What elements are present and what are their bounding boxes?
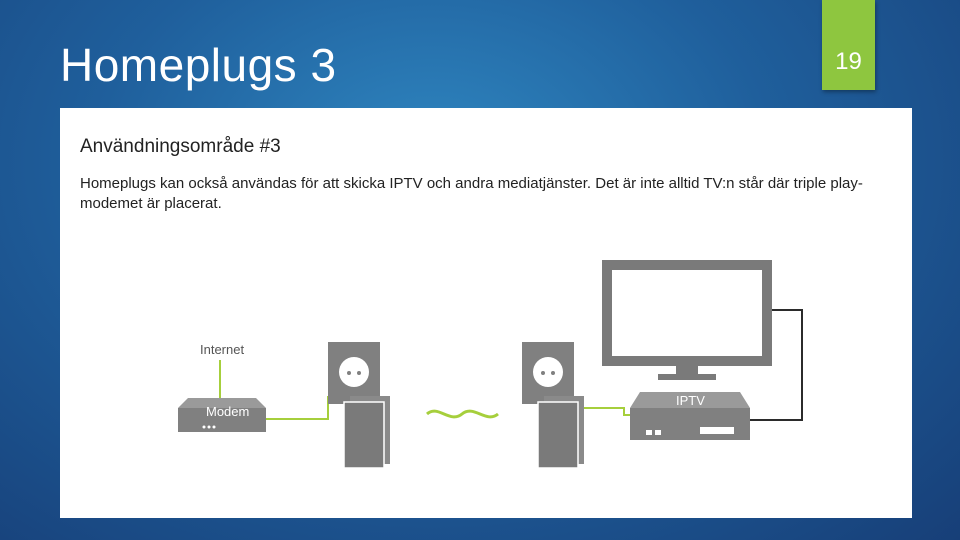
homeplug-to-iptv-cable: [584, 407, 632, 416]
wall-socket-icon: [328, 342, 380, 404]
tv-icon: [602, 260, 772, 380]
wall-socket-icon: [522, 342, 574, 404]
modem-icon: [178, 398, 266, 432]
modem-label: Modem: [206, 404, 249, 419]
tv-to-iptv-cable: [750, 309, 803, 421]
panel-heading: Användningsområde #3: [80, 136, 281, 157]
content-panel: Användningsområde #3 Homeplugs kan också…: [60, 108, 912, 518]
page-number: 19: [835, 48, 862, 75]
page-number-tab: [822, 0, 875, 90]
network-diagram: Internet Modem: [178, 260, 803, 469]
modem-to-homeplug-cable: [266, 396, 329, 420]
panel-description: Homeplugs kan också användas för att ski…: [80, 175, 863, 212]
homeplug-adapter-icon: [343, 396, 390, 469]
iptv-box-icon: [630, 392, 750, 440]
powerline-wave-icon: [425, 409, 499, 419]
iptv-label: IPTV: [676, 393, 705, 408]
homeplug-adapter-icon: [537, 396, 584, 469]
internet-label: Internet: [200, 342, 244, 357]
slide-title: Homeplugs 3: [60, 39, 337, 91]
